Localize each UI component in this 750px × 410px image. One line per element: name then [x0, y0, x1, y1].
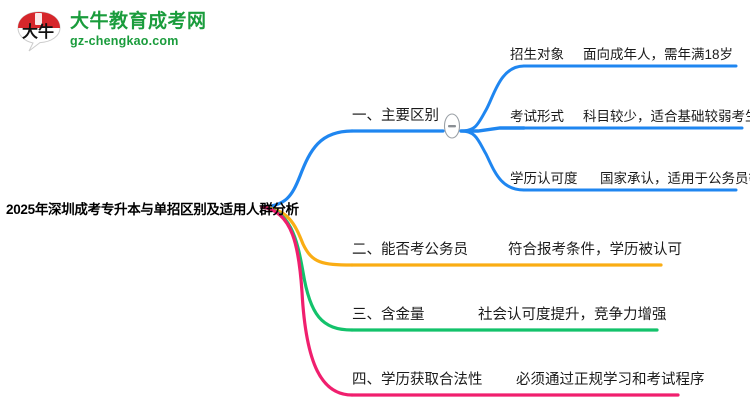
svg-text:大牛: 大牛 — [22, 22, 54, 41]
sub-label-1-1[interactable]: 招生对象 — [510, 47, 564, 62]
branch-value-3[interactable]: 社会认可度提升，竞争力增强 — [478, 307, 667, 323]
logo-title: 大牛教育成考网 — [70, 11, 207, 32]
sub-value-1-3[interactable]: 国家承认，适用于公务员等 — [600, 171, 750, 186]
central-topic[interactable]: 2025年深圳成考专升本与单招区别及适用人群分析 — [6, 202, 299, 217]
site-logo: 大牛 大牛教育成考网 gz-chengkao.com — [16, 10, 207, 54]
sub-label-1-3[interactable]: 学历认可度 — [510, 171, 578, 186]
sub-value-1-2[interactable]: 科目较少，适合基础较弱考生 — [583, 109, 750, 124]
connector-branch-4 — [260, 205, 354, 397]
branch-label-3[interactable]: 三、含金量 — [352, 307, 425, 323]
connector-branch-1 — [260, 129, 354, 209]
logo-domain: gz-chengkao.com — [70, 33, 179, 48]
connector-branch-3 — [260, 205, 354, 332]
sub-value-1-1[interactable]: 面向成年人，需年满18岁 — [583, 47, 734, 62]
logo-mark-icon: 大牛 — [16, 10, 62, 54]
branch-label-2[interactable]: 二、能否考公务员 — [352, 242, 468, 258]
branch-value-2[interactable]: 符合报考条件，学历被认可 — [508, 242, 682, 258]
connector-sub-1-2 — [459, 126, 526, 133]
branch-label-4[interactable]: 四、学历获取合法性 — [352, 372, 483, 388]
collapse-toggle-branch-1[interactable] — [443, 113, 461, 139]
branch-label-1[interactable]: 一、主要区别 — [352, 108, 439, 124]
sub-label-1-2[interactable]: 考试形式 — [510, 109, 564, 124]
branch-value-4[interactable]: 必须通过正规学习和考试程序 — [516, 372, 705, 388]
